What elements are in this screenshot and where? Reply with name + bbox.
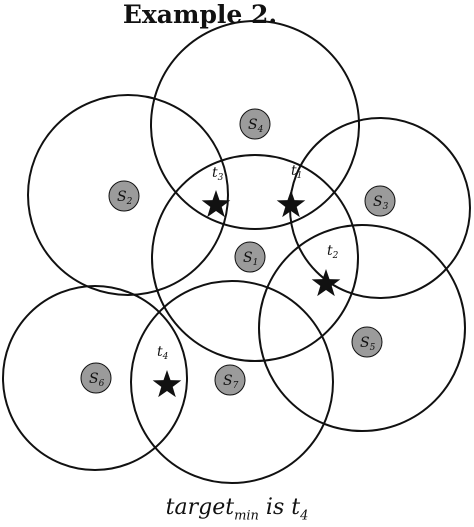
target-t3: t3 (201, 165, 231, 218)
sensor-s7: S7 (214, 364, 246, 396)
sensor-node-icon (108, 180, 140, 212)
caption-target: t (291, 495, 301, 520)
sensor-s2: S2 (108, 180, 140, 212)
star-icon (201, 190, 231, 218)
sensor-label: S7 (223, 373, 239, 391)
sensor-node-icon (80, 362, 112, 394)
coverage-circle-s4 (150, 20, 360, 230)
target-label: t1 (291, 163, 302, 181)
caption-middle: is (258, 495, 292, 520)
sensor-s1: S1 (234, 241, 266, 273)
sensor-node-icon (364, 185, 396, 217)
caption-target-index: 4 (300, 508, 309, 524)
coverage-circle-s1 (151, 154, 359, 362)
star-icon (276, 190, 306, 218)
sensor-label: S1 (243, 250, 258, 268)
coverage-circle-s7 (130, 280, 334, 484)
star-icon (311, 269, 341, 297)
target-t4: t4 (152, 344, 182, 398)
sensor-label: S2 (117, 189, 133, 207)
coverage-circle-s2 (27, 94, 229, 296)
sensor-node-icon (234, 241, 266, 273)
target-t2: t2 (311, 243, 341, 297)
sensor-label: S3 (373, 194, 389, 212)
diagram-title: Example 2. (122, 0, 278, 29)
target-label: t4 (157, 344, 169, 362)
caption-prefix: target (165, 495, 235, 520)
sensor-label: S6 (89, 371, 105, 389)
sensor-node-icon (351, 326, 383, 358)
coverage-circle-s5 (258, 224, 466, 432)
target-label: t3 (212, 165, 224, 183)
caption-subscript: min (234, 508, 259, 524)
sensor-s5: S5 (351, 326, 383, 358)
sensor-label: S4 (248, 117, 264, 135)
coverage-circle-s6 (2, 285, 188, 471)
sensor-node-icon (214, 364, 246, 396)
diagram-caption: targetmin is t4 (0, 495, 474, 523)
sensor-s4: S4 (239, 108, 271, 140)
sensor-node-icon (239, 108, 271, 140)
sensor-label: S5 (360, 335, 376, 353)
target-t1: t1 (276, 163, 306, 218)
sensor-s6: S6 (80, 362, 112, 394)
target-label: t2 (327, 243, 339, 261)
star-icon (152, 370, 182, 398)
sensor-s3: S3 (364, 185, 396, 217)
